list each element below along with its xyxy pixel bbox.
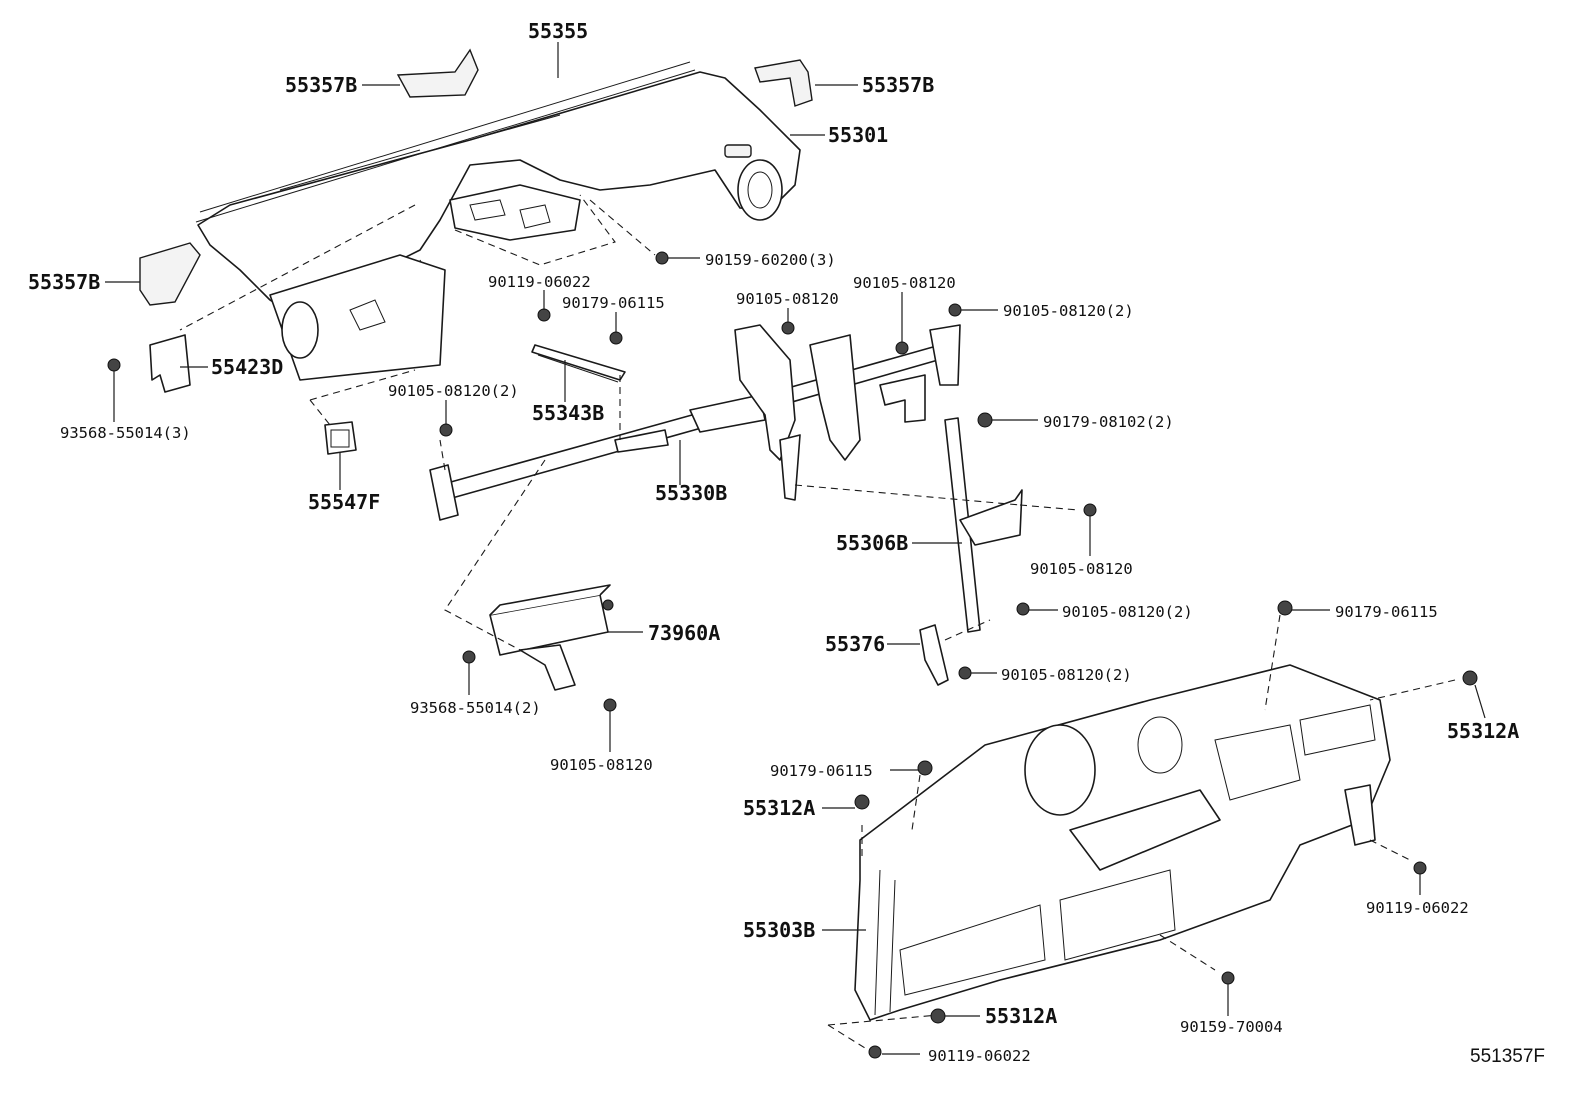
label-90179-06115-b: 90179-06115 bbox=[1335, 603, 1438, 621]
rail-55343b bbox=[531, 344, 626, 381]
label-90119-06022-b: 90119-06022 bbox=[1366, 899, 1469, 917]
clip-icon bbox=[930, 1008, 946, 1024]
bolt-icon bbox=[1083, 503, 1097, 517]
bolt-icon bbox=[439, 423, 453, 437]
bracket-55423d bbox=[149, 334, 191, 393]
label-55330b: 55330B bbox=[655, 481, 727, 505]
bolt-icon bbox=[603, 698, 617, 712]
label-55312a-bottom: 55312A bbox=[985, 1004, 1057, 1028]
label-90105-08120-d: 90105-08120(2) bbox=[388, 382, 519, 400]
pad-55357b-top-left bbox=[396, 48, 479, 98]
part-55547f bbox=[324, 421, 357, 455]
label-55306b: 55306B bbox=[836, 531, 908, 555]
label-55312a-right: 55312A bbox=[1447, 719, 1519, 743]
label-55301: 55301 bbox=[828, 123, 888, 147]
bolt-icon bbox=[958, 666, 972, 680]
nut-icon bbox=[977, 412, 993, 428]
label-90159-70004: 90159-70004 bbox=[1180, 1018, 1283, 1036]
clip-icon bbox=[854, 794, 870, 810]
label-90105-08120-c: 90105-08120(2) bbox=[1003, 302, 1134, 320]
label-93568-55014-3: 93568-55014(3) bbox=[60, 424, 191, 442]
label-90179-06115-c: 90179-06115 bbox=[770, 762, 873, 780]
nut-icon bbox=[1277, 600, 1293, 616]
clip-icon bbox=[1462, 670, 1478, 686]
bolt-icon bbox=[655, 251, 669, 265]
label-90119-06022-c: 90119-06022 bbox=[928, 1047, 1031, 1065]
diagram-reference-code: 551357F bbox=[1470, 1046, 1545, 1067]
fasteners bbox=[107, 251, 1478, 1059]
bolt-icon bbox=[781, 321, 795, 335]
assembly-lines bbox=[179, 194, 1456, 1049]
label-55357b-top-left: 55357B bbox=[285, 73, 357, 97]
airbag-73960a bbox=[489, 584, 614, 691]
label-55357b-left: 55357B bbox=[28, 270, 100, 294]
bracket-55376 bbox=[919, 624, 949, 686]
label-90105-08120-h: 90105-08120 bbox=[550, 756, 653, 774]
bolt-icon bbox=[537, 308, 551, 322]
bolt-icon bbox=[107, 358, 121, 372]
pad-55357b-left bbox=[139, 242, 201, 306]
label-73960a: 73960A bbox=[648, 621, 720, 645]
label-55423d: 55423D bbox=[211, 355, 283, 379]
label-55547f: 55547F bbox=[308, 490, 380, 514]
label-90159-60200: 90159-60200(3) bbox=[705, 251, 836, 269]
lower-panel-55303b bbox=[854, 664, 1391, 1021]
nut-icon bbox=[917, 760, 933, 776]
upper-panel-55301 bbox=[195, 61, 801, 381]
label-55376: 55376 bbox=[825, 632, 885, 656]
brace-55306b-bracket bbox=[959, 489, 1023, 546]
label-90105-08120-a: 90105-08120 bbox=[736, 290, 839, 308]
label-55343b: 55343B bbox=[532, 401, 604, 425]
bolt-icon bbox=[868, 1045, 882, 1059]
pad-55357b-top-right bbox=[754, 59, 813, 107]
leader-lines bbox=[105, 42, 1486, 1055]
label-90105-08120-f: 90105-08120(2) bbox=[1062, 603, 1193, 621]
label-55355: 55355 bbox=[528, 19, 588, 43]
bolt-icon bbox=[1221, 971, 1235, 985]
reinforcement-55330b bbox=[429, 324, 961, 521]
nut-icon bbox=[609, 331, 623, 345]
label-90105-08120-b: 90105-08120 bbox=[853, 274, 956, 292]
bolt-icon bbox=[1016, 602, 1030, 616]
label-90179-08102: 90179-08102(2) bbox=[1043, 413, 1174, 431]
label-55357b-top-right: 55357B bbox=[862, 73, 934, 97]
label-90105-08120-e: 90105-08120 bbox=[1030, 560, 1133, 578]
label-90119-06022-a: 90119-06022 bbox=[488, 273, 591, 291]
label-93568-55014-2: 93568-55014(2) bbox=[410, 699, 541, 717]
label-90179-06115-a: 90179-06115 bbox=[562, 294, 665, 312]
bolt-icon bbox=[895, 341, 909, 355]
label-55303b: 55303B bbox=[743, 918, 815, 942]
label-90105-08120-g: 90105-08120(2) bbox=[1001, 666, 1132, 684]
bolt-icon bbox=[1413, 861, 1427, 875]
label-55312a-mid: 55312A bbox=[743, 796, 815, 820]
bolt-icon bbox=[462, 650, 476, 664]
bolt-icon bbox=[948, 303, 962, 317]
part-labels: 55355 55357B 55357B 55301 55357B 90159-6… bbox=[28, 19, 1545, 1067]
